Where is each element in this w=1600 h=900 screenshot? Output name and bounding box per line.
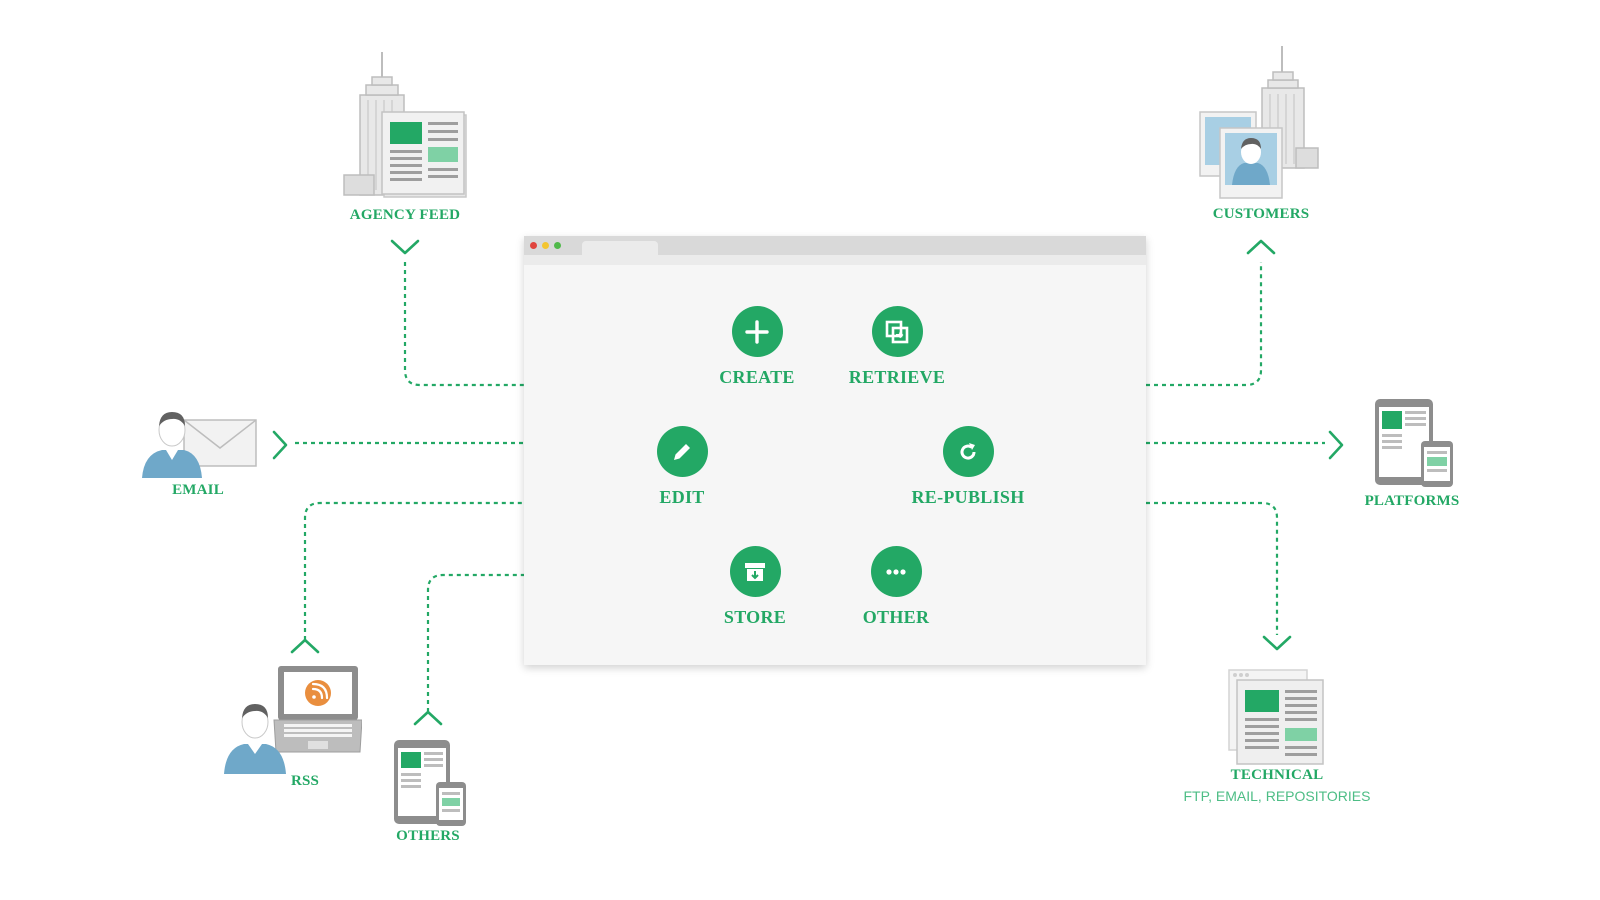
other-action[interactable]: OTHER xyxy=(816,546,976,628)
rss-label: RSS xyxy=(290,773,320,789)
copy-icon xyxy=(885,320,909,343)
customers-icon xyxy=(1199,46,1319,199)
chevron-right-icon xyxy=(1328,430,1344,460)
chevron-down-icon xyxy=(1262,635,1292,651)
edit-label: EDIT xyxy=(659,487,705,507)
platforms-devices-icon xyxy=(1375,399,1453,487)
pencil-icon xyxy=(674,443,690,460)
re-publish-label: RE-PUBLISH xyxy=(911,487,1025,507)
chevron-right-icon xyxy=(272,430,288,460)
chevron-down-icon xyxy=(390,239,420,255)
others-devices-icon xyxy=(394,740,466,826)
technical-label: TECHNICAL xyxy=(1230,767,1324,783)
refresh-icon xyxy=(960,442,976,460)
browser-tab xyxy=(582,241,658,255)
close-dot-icon xyxy=(530,242,537,249)
create-action[interactable]: CREATE xyxy=(677,306,837,388)
more-icon xyxy=(886,568,906,575)
store-action[interactable]: STORE xyxy=(675,546,835,628)
chevron-up-icon xyxy=(1246,239,1276,255)
technical-sublabel: FTP, EMAIL, REPOSITORIES xyxy=(1183,788,1371,804)
edit-action[interactable]: EDIT xyxy=(602,426,762,508)
chevron-up-icon xyxy=(413,710,443,726)
agency-feed-label: AGENCY FEED xyxy=(349,207,461,223)
browser-toolbar xyxy=(524,255,1146,265)
retrieve-label: RETRIEVE xyxy=(848,367,946,387)
store-label: STORE xyxy=(723,607,787,627)
technical-connector xyxy=(1146,501,1279,635)
maximize-dot-icon xyxy=(554,242,561,249)
create-label: CREATE xyxy=(719,367,795,387)
archive-icon xyxy=(745,562,765,581)
retrieve-action[interactable]: RETRIEVE xyxy=(817,306,977,388)
customers-connector xyxy=(1146,262,1263,387)
rss-connector xyxy=(303,501,524,640)
other-label: OTHER xyxy=(862,607,930,627)
technical-icon xyxy=(1228,669,1324,765)
customers-label: CUSTOMERS xyxy=(1212,206,1310,222)
re-publish-action[interactable]: RE-PUBLISH xyxy=(888,426,1048,508)
platforms-label: PLATFORMS xyxy=(1364,493,1460,509)
plus-icon xyxy=(745,319,769,344)
email-icon xyxy=(142,412,257,478)
browser-window: CREATE RETRIEVE EDIT RE-PUBLISH xyxy=(524,236,1146,665)
minimize-dot-icon xyxy=(542,242,549,249)
chevron-up-icon xyxy=(290,638,320,654)
agency-feed-connector xyxy=(403,262,524,387)
others-label: OTHERS xyxy=(396,828,460,844)
browser-title-bar xyxy=(524,236,1146,255)
others-connector xyxy=(426,573,524,712)
email-label: EMAIL xyxy=(172,482,224,498)
rss-icon xyxy=(224,666,362,774)
agency-feed-icon xyxy=(343,52,467,198)
